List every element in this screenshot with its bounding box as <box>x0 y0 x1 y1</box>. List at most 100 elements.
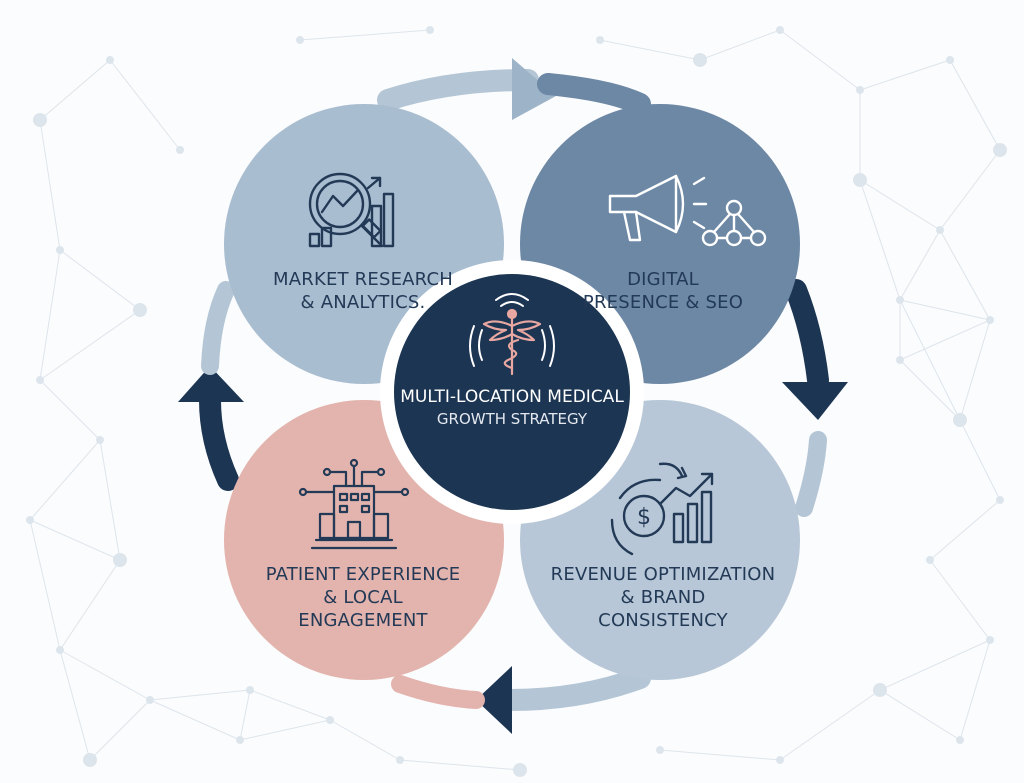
network-node <box>133 303 147 317</box>
ring-arc-right <box>785 279 829 391</box>
center-title-line2: GROWTH STRATEGY <box>436 410 588 428</box>
revenue-label-line2: & BRAND <box>620 587 706 608</box>
network-node <box>176 146 184 154</box>
magnifier-chart-icon <box>308 172 395 248</box>
network-edge <box>239 689 251 741</box>
network-edge <box>59 649 151 701</box>
revenue-label-line3: CONSISTENCY <box>598 610 728 631</box>
background-network-graphic <box>26 26 1007 777</box>
network-node <box>113 553 127 567</box>
network-node <box>936 226 944 234</box>
patient-label-line1: PATIENT EXPERIENCE <box>265 564 461 585</box>
network-edge <box>149 689 251 701</box>
ring-arrow-right-down <box>782 382 848 420</box>
caduceus-icon <box>469 293 555 376</box>
network-edge <box>899 299 961 421</box>
network-edge <box>879 639 991 691</box>
network-node <box>36 376 44 384</box>
network-edge <box>859 179 941 231</box>
network-node <box>776 756 784 764</box>
network-node <box>856 86 864 94</box>
ring-arrow-top-right <box>512 58 556 120</box>
network-edge <box>59 249 141 311</box>
network-node <box>26 516 34 524</box>
network-edge <box>899 229 941 301</box>
patient-label-line2: & LOCAL <box>323 587 403 608</box>
center-title-line1: MULTI-LOCATION MEDICAL <box>400 387 624 407</box>
network-edge <box>39 309 141 381</box>
network-edge <box>399 759 521 771</box>
network-edge <box>29 519 61 651</box>
ring-arc-top-right <box>537 73 651 115</box>
network-node <box>853 173 867 187</box>
network-node <box>956 736 964 744</box>
network-edge <box>239 719 331 741</box>
dollar-sign-glyph: $ <box>637 505 651 530</box>
network-node <box>56 246 64 254</box>
network-node <box>986 316 994 324</box>
network-node <box>326 716 334 724</box>
network-node <box>776 26 784 34</box>
network-edge <box>249 689 331 721</box>
network-node <box>596 36 604 44</box>
network-edge <box>39 379 101 441</box>
network-node <box>146 696 154 704</box>
network-edge <box>39 119 61 251</box>
network-edge <box>949 59 1001 151</box>
segment-label-digital-presence: DIGITAL PRESENCE & SEO <box>528 268 798 314</box>
network-node <box>396 756 404 764</box>
center-circle <box>394 274 630 510</box>
network-edge <box>879 689 961 741</box>
network-node <box>513 763 527 777</box>
network-edge <box>39 59 111 121</box>
ring-arrow-bottom-left <box>476 666 512 734</box>
market-label-line1: MARKET RESEARCH <box>273 269 453 290</box>
revenue-label-line1: REVENUE OPTIMIZATION <box>550 564 776 585</box>
network-node <box>693 53 707 67</box>
dollar-growth-icon <box>610 462 714 556</box>
network-node <box>656 746 664 754</box>
network-node <box>873 683 887 697</box>
network-node <box>993 143 1007 157</box>
network-edge <box>859 59 951 91</box>
network-edge <box>599 39 701 61</box>
network-edge <box>149 699 241 741</box>
network-edge <box>939 229 991 321</box>
ring-arc-bottom <box>499 667 651 711</box>
market-label-line2: & ANALYTICS. <box>300 292 426 313</box>
network-edge <box>99 439 121 561</box>
network-node <box>56 646 64 654</box>
network-node <box>986 636 994 644</box>
network-edge <box>29 439 101 521</box>
network-node <box>946 56 954 64</box>
network-node <box>33 113 47 127</box>
digital-label-line2: PRESENCE & SEO <box>582 292 744 313</box>
network-node <box>896 356 904 364</box>
network-edge <box>659 749 781 761</box>
ring-arc-bottom-left <box>391 675 485 709</box>
network-edge <box>59 649 91 761</box>
segment-label-patient-experience: PATIENT EXPERIENCE & LOCAL ENGAGEMENT <box>228 563 498 632</box>
network-edge <box>299 29 431 41</box>
megaphone-network-icon <box>608 174 767 247</box>
network-edge <box>59 559 121 651</box>
network-node <box>953 413 967 427</box>
ring-arrow-left-up <box>178 366 244 402</box>
network-edge <box>779 689 881 761</box>
ring-arc-left <box>199 389 239 491</box>
center-title: MULTI-LOCATION MEDICAL GROWTH STRATEGY <box>396 386 628 430</box>
network-edge <box>959 419 1001 501</box>
segment-label-market-research: MARKET RESEARCH & ANALYTICS. <box>228 268 498 314</box>
digital-label-line1: DIGITAL <box>627 269 699 290</box>
network-edge <box>929 499 1001 561</box>
network-node <box>896 296 904 304</box>
ring-arc-top <box>377 69 539 111</box>
network-edge <box>89 699 151 761</box>
network-edge <box>29 519 121 561</box>
ring-arc-right-lower <box>795 431 827 517</box>
patient-label-line3: ENGAGEMENT <box>298 610 428 631</box>
network-node <box>426 26 434 34</box>
network-node <box>926 556 934 564</box>
network-edge <box>939 149 1001 231</box>
